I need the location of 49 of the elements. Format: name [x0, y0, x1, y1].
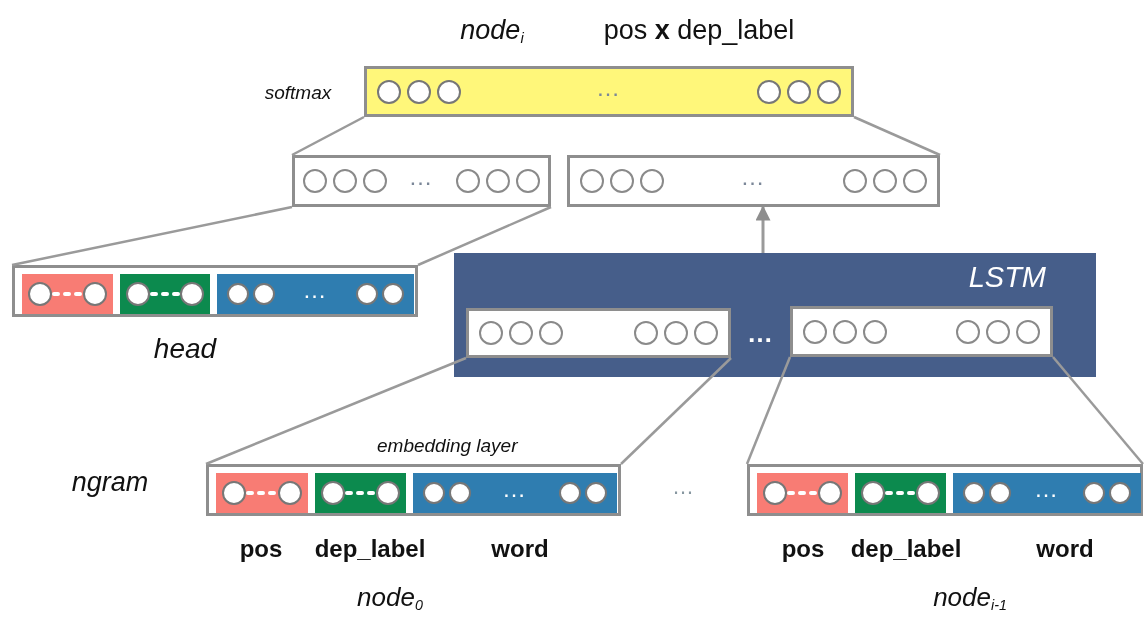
embedding-segment [120, 274, 210, 314]
ngram-label: ngram [71, 466, 149, 499]
ellipsis: … [747, 318, 773, 350]
embedding-segment [315, 473, 406, 513]
projection-line [1052, 356, 1144, 465]
node-label: node$_{0}$ [357, 582, 423, 614]
layer-title: embedding layer [377, 435, 518, 457]
output-label: pos x dep_label [603, 14, 795, 47]
projection-line [853, 115, 941, 157]
softmax-layer [364, 66, 854, 117]
vector-box [747, 464, 1143, 516]
node-label: node$_{i}$ [460, 14, 524, 48]
lstm-block [454, 253, 1096, 377]
ellipsis: … [672, 474, 694, 501]
ellipsis: … [740, 165, 767, 192]
vector-box [12, 265, 418, 317]
node-label: node$_{i-1}$ [933, 582, 1007, 614]
layer-label: head [153, 332, 217, 366]
projection-line [11, 205, 293, 267]
embedding-segment [413, 473, 617, 513]
feature-label: dep_label [314, 535, 426, 564]
embedding-segment [217, 274, 414, 314]
feature-label: dep_label [850, 535, 962, 564]
feature-label: pos [239, 535, 283, 564]
projection-line [745, 356, 792, 465]
feature-label: pos [781, 535, 825, 564]
projection-line [620, 357, 732, 465]
vector-box [790, 306, 1053, 357]
vector-box [466, 308, 731, 358]
embedding-segment [757, 473, 848, 513]
layer-label: softmax [264, 82, 332, 105]
projection-line [417, 205, 552, 267]
feature-label: word [491, 535, 549, 564]
projection-line [205, 356, 467, 466]
embedding-segment [216, 473, 308, 513]
embedding-segment [855, 473, 946, 513]
ellipsis: … [502, 477, 528, 504]
hidden-layer [292, 155, 551, 207]
arrow [755, 205, 771, 253]
ellipsis: … [408, 165, 435, 192]
ellipsis: … [302, 278, 329, 305]
ellipsis: … [596, 75, 622, 103]
hidden-layer [567, 155, 940, 207]
embedding-segment [22, 274, 113, 314]
embedding-segment [953, 473, 1141, 513]
ellipsis: … [1034, 477, 1060, 504]
projection-line [291, 115, 365, 157]
feature-label: word [1036, 535, 1094, 564]
lstm-title: LSTM [968, 261, 1046, 294]
